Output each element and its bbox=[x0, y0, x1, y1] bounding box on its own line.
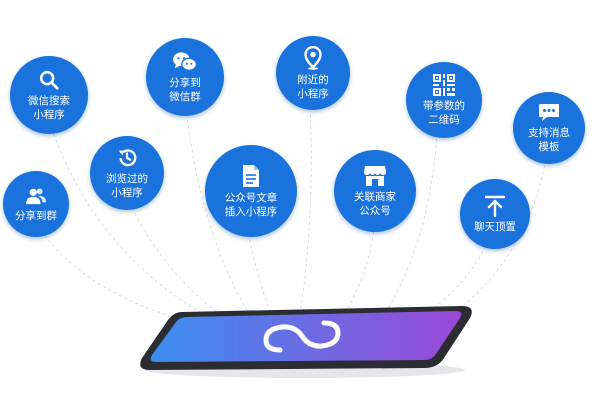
feature-label: 聊天顶置 bbox=[474, 220, 516, 233]
feature-label: 带参数的 二维码 bbox=[423, 99, 465, 126]
feature-share-group[interactable]: 分享到群 bbox=[3, 171, 69, 237]
store-icon bbox=[363, 165, 387, 187]
feature-label: 分享到群 bbox=[15, 209, 57, 222]
feature-article[interactable]: 公众号文章 插入小程序 bbox=[205, 145, 297, 237]
feature-qrcode[interactable]: 带参数的 二维码 bbox=[406, 62, 482, 138]
feature-label: 浏览过的 小程序 bbox=[106, 172, 148, 199]
connector-line bbox=[47, 116, 211, 319]
users-icon bbox=[25, 186, 47, 206]
connector-line bbox=[444, 147, 549, 321]
location-icon bbox=[304, 45, 322, 70]
feature-merchant[interactable]: 关联商家 公众号 bbox=[334, 150, 416, 232]
connector-line bbox=[245, 221, 271, 313]
history-icon bbox=[116, 147, 138, 169]
feature-pin-top[interactable]: 聊天顶置 bbox=[460, 179, 530, 249]
connector-line bbox=[299, 101, 312, 313]
mini-program-logo-icon bbox=[263, 320, 341, 353]
document-icon bbox=[241, 164, 261, 188]
feature-label: 关联商家 公众号 bbox=[354, 190, 396, 217]
feature-label: 微信搜索 小程序 bbox=[28, 94, 70, 121]
chat-icon bbox=[172, 51, 198, 73]
connector-line bbox=[344, 219, 376, 315]
feature-message[interactable]: 支持消息 模板 bbox=[513, 92, 585, 164]
feature-history[interactable]: 浏览过的 小程序 bbox=[90, 136, 164, 210]
phone-screen bbox=[150, 311, 462, 362]
connector-line bbox=[384, 132, 438, 315]
feature-share-wechat[interactable]: 分享到 微信群 bbox=[146, 38, 224, 116]
feature-label: 分享到 微信群 bbox=[169, 76, 201, 103]
search-icon bbox=[38, 69, 60, 91]
connector-line bbox=[185, 107, 249, 313]
feature-nearby[interactable]: 附近的 小程序 bbox=[276, 36, 350, 110]
feature-label: 支持消息 模板 bbox=[528, 126, 570, 153]
qrcode-icon bbox=[433, 73, 455, 96]
connector-line bbox=[36, 225, 206, 326]
connector-line bbox=[126, 196, 223, 317]
pin-top-icon bbox=[485, 195, 505, 217]
feature-label: 公众号文章 插入小程序 bbox=[224, 191, 278, 218]
feature-wechat-search[interactable]: 微信搜索 小程序 bbox=[10, 56, 88, 134]
feature-label: 附近的 小程序 bbox=[297, 73, 329, 100]
message-icon bbox=[538, 103, 560, 123]
